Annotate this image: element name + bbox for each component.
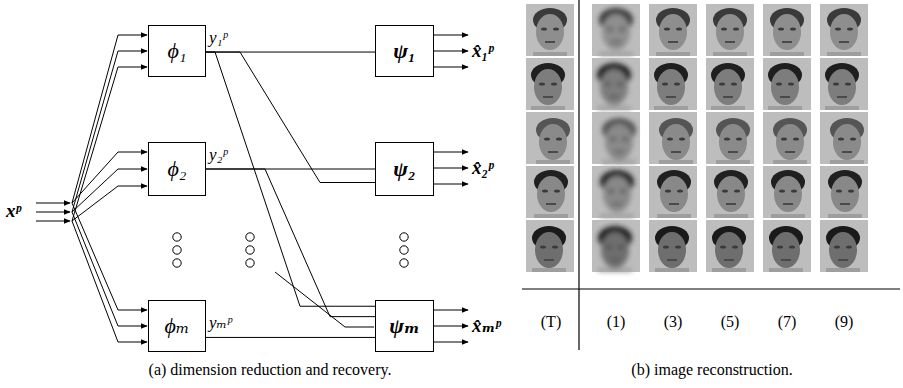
face-thumbnail <box>592 220 640 272</box>
ellipsis-dots <box>173 233 408 267</box>
input-arrow <box>36 212 70 213</box>
function-symbol: ψ₁ <box>393 40 415 62</box>
ellipsis-dot <box>173 233 181 241</box>
signal-name: x̂₁ᵖ <box>472 41 494 60</box>
signal-line <box>206 169 375 317</box>
face-thumbnail <box>649 220 697 272</box>
input-wire <box>72 186 147 221</box>
ellipsis-dot <box>400 259 408 267</box>
function-symbol: ψₘ <box>389 315 420 337</box>
input-wire <box>72 212 147 326</box>
reduction-box: ϕₘ <box>148 300 206 352</box>
ellipsis-dot <box>246 233 254 241</box>
input-wires <box>36 35 468 342</box>
recovery-box: ψ₂ <box>375 142 434 196</box>
input-arrow <box>36 221 70 222</box>
signal-name: y₂ᵖ <box>209 146 227 163</box>
face-thumbnail <box>763 58 811 110</box>
signal-name: yₘᵖ <box>209 314 232 331</box>
face-thumbnail <box>526 58 574 110</box>
ellipsis-dot <box>400 233 408 241</box>
face-thumbnail <box>763 4 811 56</box>
function-symbol: ϕ₁ <box>167 40 186 62</box>
input-wire <box>72 169 147 212</box>
signal-line <box>206 52 375 306</box>
input-wire <box>72 203 147 310</box>
face-thumbnail <box>649 112 697 164</box>
face-thumbnail <box>526 4 574 56</box>
input-arrow <box>36 203 70 204</box>
panel-caption: (b) image reconstruction. <box>631 362 792 378</box>
reduction-box: ϕ₁ <box>148 25 206 77</box>
face-thumbnail <box>706 220 754 272</box>
face-thumbnail <box>592 166 640 218</box>
output-arrow <box>434 326 468 327</box>
face-thumbnail <box>526 166 574 218</box>
ellipsis-dot <box>400 246 408 254</box>
input-wire <box>72 221 147 342</box>
face-thumbnail <box>592 112 640 164</box>
signal-line <box>206 52 375 182</box>
column-label: (1) <box>607 314 626 330</box>
signal-name: xᵖ <box>6 201 21 220</box>
ellipsis-dot <box>173 246 181 254</box>
output-arrow <box>434 51 468 52</box>
face-thumbnail <box>649 58 697 110</box>
ellipsis-dot <box>246 246 254 254</box>
output-arrow <box>434 67 468 68</box>
panel-caption: (a) dimension reduction and recovery. <box>149 362 392 378</box>
face-thumbnail <box>820 166 868 218</box>
elided-wire <box>275 272 374 327</box>
face-thumbnail <box>820 112 868 164</box>
face-thumbnail <box>820 4 868 56</box>
input-wire <box>72 35 147 203</box>
recovery-box: ψ₁ <box>375 25 434 77</box>
face-thumbnail <box>820 220 868 272</box>
output-arrow <box>434 342 468 343</box>
reduction-box: ϕ₂ <box>148 142 206 196</box>
column-label: (9) <box>835 314 854 330</box>
recovery-box: ψₘ <box>375 300 434 352</box>
output-arrow <box>434 184 468 185</box>
face-thumbnail <box>592 4 640 56</box>
input-wire <box>72 67 147 221</box>
face-thumbnail <box>763 220 811 272</box>
face-images <box>526 4 868 272</box>
output-arrow <box>434 152 468 153</box>
signal-line <box>206 337 375 338</box>
face-thumbnail <box>526 112 574 164</box>
face-thumbnail <box>592 58 640 110</box>
function-symbol: ϕ₂ <box>167 158 186 180</box>
signal-name: x̂₂ᵖ <box>472 158 494 177</box>
face-thumbnail <box>526 220 574 272</box>
column-label: (7) <box>778 314 797 330</box>
face-thumbnail <box>706 166 754 218</box>
function-symbol: ψ₂ <box>393 158 415 180</box>
panel-divider <box>522 0 900 350</box>
input-wire <box>72 51 147 212</box>
column-label: (T) <box>541 314 561 330</box>
face-thumbnail <box>820 58 868 110</box>
face-thumbnail <box>706 112 754 164</box>
ellipsis-dot <box>246 259 254 267</box>
face-thumbnail <box>763 166 811 218</box>
output-arrow <box>434 35 468 36</box>
signal-name: y₁ᵖ <box>209 29 227 46</box>
ellipsis-dot <box>173 259 181 267</box>
face-thumbnail <box>649 166 697 218</box>
column-label: (5) <box>721 314 740 330</box>
output-arrow <box>434 168 468 169</box>
output-arrow <box>434 310 468 311</box>
column-label: (3) <box>664 314 683 330</box>
face-thumbnail <box>649 4 697 56</box>
face-thumbnail <box>763 112 811 164</box>
face-thumbnail <box>706 58 754 110</box>
signal-name: x̂ₘᵖ <box>472 316 501 335</box>
function-symbol: ϕₘ <box>165 315 190 337</box>
face-thumbnail <box>706 4 754 56</box>
